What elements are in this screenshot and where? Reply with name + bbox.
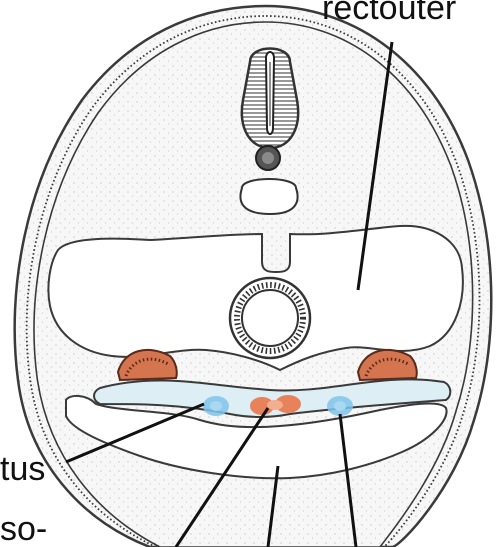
dorsal-aorta [240, 179, 297, 214]
label-left-middle: tus [0, 450, 45, 488]
neural-tube [242, 49, 298, 149]
label-top-right: rectouter [322, 0, 456, 27]
label-left-bottom: so- [0, 510, 47, 547]
gut-tube [230, 278, 310, 358]
